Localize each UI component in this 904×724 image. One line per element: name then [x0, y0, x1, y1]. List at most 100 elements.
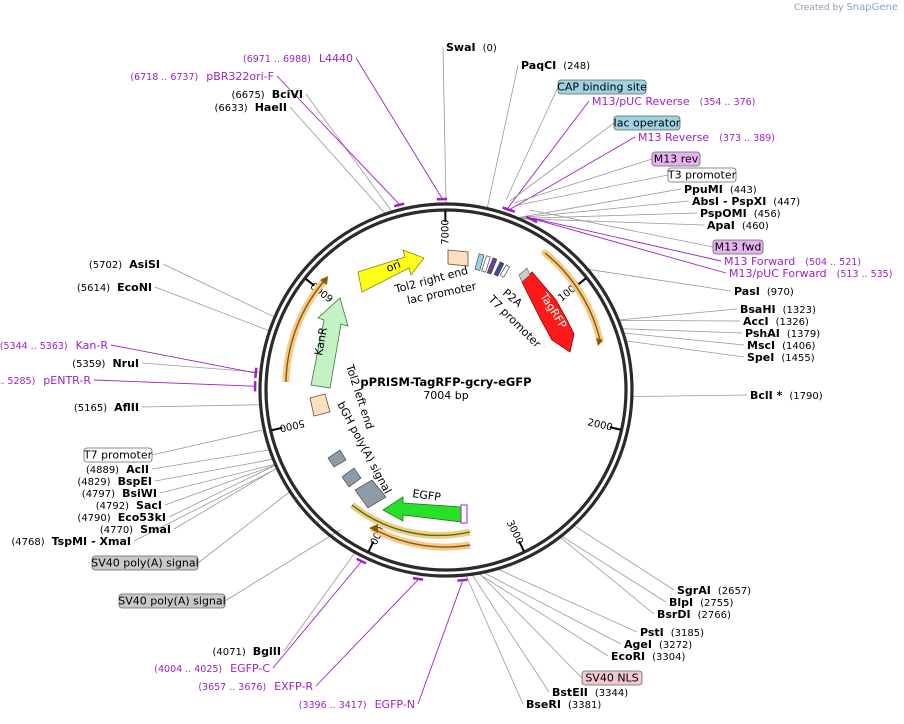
site-label-bcivi[interactable]: (6675)BciVI — [231, 88, 303, 101]
site-label-psti[interactable]: PstI(3185) — [640, 626, 704, 639]
site-label-swai[interactable]: SwaI(0) — [446, 41, 497, 54]
site-label-pshai[interactable]: PshAI(1379) — [745, 327, 820, 340]
primer-label-pentr-r[interactable]: (5266 .. 5285)pENTR-R — [0, 374, 91, 387]
site-label-apai[interactable]: ApaI(460) — [707, 219, 769, 232]
kanr-feature[interactable] — [310, 297, 349, 389]
site-label-bspei[interactable]: (4829)BspEI — [77, 475, 152, 488]
m13-rev-feature[interactable] — [486, 257, 498, 275]
site-label-tspmi[interactable]: (4768)TspMI- XmaI — [11, 535, 131, 548]
site-label-eco53ki[interactable]: (4790)Eco53kI — [77, 511, 166, 524]
site-label-msci[interactable]: MscI(1406) — [747, 339, 815, 352]
feature-line-lac-operator-1 — [509, 122, 615, 202]
primer-label-egfp-c[interactable]: (4004 .. 4025)EGFP-C — [154, 662, 270, 675]
egfp-orf-line-1 — [351, 504, 471, 537]
site-name: (4889)AclI — [86, 463, 149, 476]
site-label-econi[interactable]: (5614)EcoNI — [77, 281, 152, 294]
site-label-bglii[interactable]: (4071)BglII — [213, 645, 281, 658]
site-label-pspomi[interactable]: PspOMI(456) — [700, 207, 781, 220]
lac-promoter-feature[interactable] — [481, 255, 491, 273]
egfp-feature[interactable] — [382, 496, 463, 523]
site-label-bsahi[interactable]: BsaHI(1323) — [740, 303, 816, 316]
primer-label-m13-puc-reverse[interactable]: M13/pUC Reverse(354 .. 376) — [592, 95, 755, 108]
primer-label-m13-puc-forward[interactable]: M13/pUC Forward(513 .. 535) — [729, 267, 892, 280]
sv40-polya-feature-2[interactable] — [354, 479, 387, 509]
primer-label-kan-r[interactable]: (5344 .. 5363)Kan-R — [0, 339, 108, 352]
primer-line-m13-puc-reverse — [507, 100, 590, 209]
site-label-spei[interactable]: SpeI(1455) — [747, 351, 815, 364]
site-name: (6675)BciVI — [231, 88, 303, 101]
site-name: BsrDI(2766) — [657, 608, 731, 621]
site-line-blpi — [561, 536, 667, 603]
sv40-polya-feature-1[interactable] — [341, 467, 362, 488]
feature-box-sv40-poly-a-signal-7[interactable]: SV40 poly(A) signal — [91, 555, 199, 571]
site-label-absi[interactable]: AbsI- PspXI(447) — [692, 195, 800, 208]
site-line-swai — [442, 46, 447, 204]
feature-box-m13-fwd-4[interactable]: M13 fwd — [712, 239, 764, 255]
feature-box-lac-operator-1[interactable]: lac operator — [613, 115, 681, 131]
bgh-polya-feature[interactable] — [327, 449, 347, 468]
site-label-paqci[interactable]: PaqCI(248) — [521, 59, 590, 72]
site-name: (5359)NruI — [72, 357, 139, 370]
site-label-aflii[interactable]: (5165)AflII — [74, 401, 139, 414]
site-label-smai[interactable]: (4770)SmaI — [100, 523, 171, 536]
cap-binding-feature[interactable] — [474, 253, 485, 271]
primer-name: M13 Reverse(373 .. 389) — [638, 131, 775, 144]
feature-box-t7-promoter-6[interactable]: T7 promoter — [83, 447, 153, 463]
site-label-bsiwi[interactable]: (4797)BsiWI — [82, 487, 157, 500]
site-line-sgrai — [574, 525, 675, 591]
tol2-right-end-feature[interactable] — [447, 249, 469, 267]
tick-label-5000: 5000 — [278, 417, 305, 433]
site-line-msci — [624, 332, 745, 346]
primer-label-pbr322ori-f[interactable]: (6718 .. 6737)pBR322ori-F — [130, 70, 274, 83]
feature-box-bg — [118, 593, 226, 609]
tol2-left-end-feature[interactable] — [309, 393, 331, 417]
primer-label-m13-forward[interactable]: M13 Forward(504 .. 521) — [724, 255, 861, 268]
primer-line-kan-r — [110, 344, 255, 374]
site-label-nrui[interactable]: (5359)NruI — [72, 357, 139, 370]
site-line-paqci — [486, 64, 519, 208]
feature-box-sv40-poly-a-signal-8[interactable]: SV40 poly(A) signal — [118, 593, 226, 609]
site-label-haeii[interactable]: (6633)HaeII — [214, 101, 287, 114]
site-label-agei[interactable]: AgeI(3272) — [624, 638, 692, 651]
feature-box-sv40-nls-5[interactable]: SV40 NLS — [581, 670, 643, 686]
primer-line-l4440 — [355, 57, 443, 199]
site-label-bcli[interactable]: BclI *(1790) — [750, 389, 823, 402]
feature-box-text: SV40 poly(A) signal — [118, 595, 225, 608]
primer-line-m13-reverse — [510, 136, 636, 210]
t3-promoter-feature[interactable] — [499, 264, 511, 278]
primer-name: (5344 .. 5363)Kan-R — [0, 339, 108, 352]
site-label-asisi[interactable]: (5702)AsiSI — [89, 258, 160, 271]
site-label-bsrdi[interactable]: BsrDI(2766) — [657, 608, 731, 621]
tick-label-7000: 7000 — [440, 219, 451, 244]
ori-feature[interactable] — [357, 249, 425, 293]
tagrfp-feature[interactable] — [521, 271, 575, 353]
feature-box-m13-rev-2[interactable]: M13 rev — [651, 151, 701, 167]
site-label-saci[interactable]: (4792)SacI — [96, 499, 162, 512]
primer-label-exfp-r[interactable]: (3657 .. 3676)EXFP-R — [198, 680, 313, 693]
t7-promoter-feature[interactable] — [493, 261, 505, 277]
site-line-apai — [520, 218, 705, 226]
feature-line-sv40-poly-a-signal-8 — [224, 529, 341, 602]
p2a-feature[interactable] — [518, 267, 531, 283]
site-label-acci[interactable]: AccI(1326) — [743, 315, 809, 328]
site-name: BstEII(3344) — [552, 686, 628, 699]
tick-mark-2000 — [609, 426, 621, 431]
site-label-ppumi[interactable]: PpuMI(443) — [684, 183, 757, 196]
site-label-sgrai[interactable]: SgrAI(2657) — [677, 584, 751, 597]
site-label-bsteii[interactable]: BstEII(3344) — [552, 686, 628, 699]
site-line-smai — [173, 468, 277, 530]
feature-box-t3-promoter-3[interactable]: T3 promoter — [667, 167, 737, 183]
feature-box-bg — [91, 555, 199, 571]
primer-label-m13-reverse[interactable]: M13 Reverse(373 .. 389) — [638, 131, 775, 144]
feature-box-cap-binding-site-0[interactable]: CAP binding site — [557, 79, 647, 95]
primer-label-l4440[interactable]: (6971 .. 6988)L4440 — [243, 52, 353, 65]
site-label-pasi[interactable]: PasI(970) — [734, 285, 794, 298]
site-label-ecori[interactable]: EcoRI(3304) — [611, 650, 686, 663]
feature-box-bg — [83, 447, 153, 463]
primer-label-egfp-n[interactable]: (3396 .. 3417)EGFP-N — [299, 698, 415, 711]
feature-box-bg — [667, 167, 737, 183]
site-label-blpi[interactable]: BlpI(2755) — [669, 596, 733, 609]
site-name: ApaI(460) — [707, 219, 769, 232]
site-label-acli[interactable]: (4889)AclI — [86, 463, 149, 476]
site-label-bseri[interactable]: BseRI(3381) — [526, 698, 601, 711]
